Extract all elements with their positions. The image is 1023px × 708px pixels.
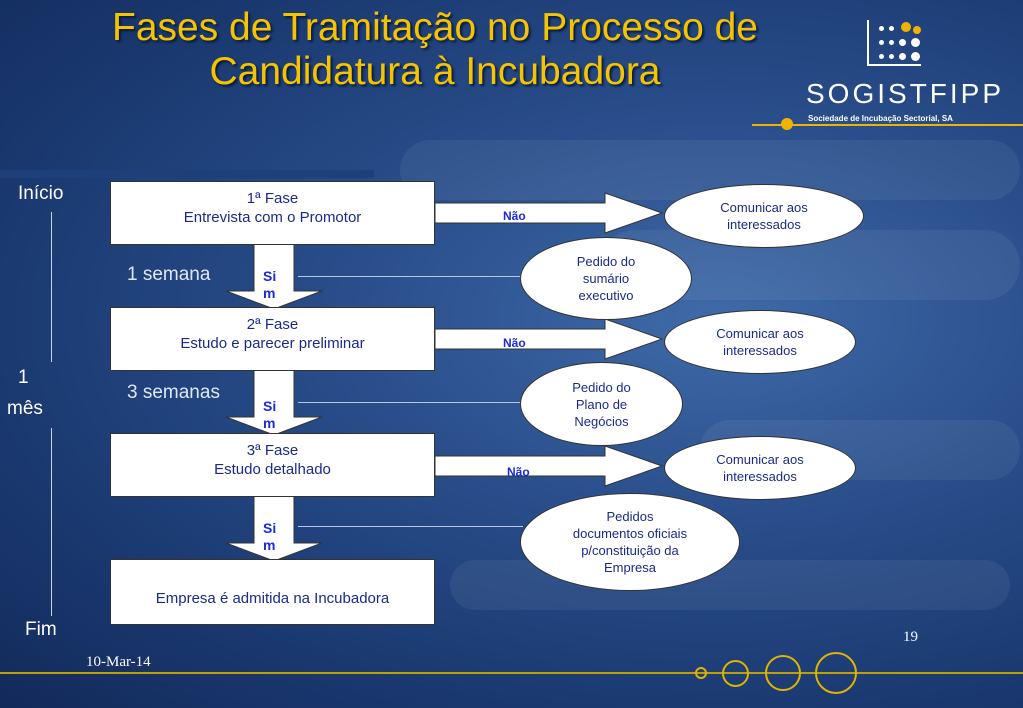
footer-line <box>0 672 1023 674</box>
phase-title: 2ª Fase <box>246 316 299 333</box>
logo-dots-icon <box>861 20 921 72</box>
footer-ring-icon <box>722 660 749 687</box>
connector-line <box>298 402 523 403</box>
logo-underline <box>752 124 1023 126</box>
timeline-duration-number: 1 <box>18 367 29 388</box>
phase-box-3: 3ª Fase Estudo detalhado <box>110 433 435 497</box>
footer-ring-icon <box>815 652 857 694</box>
phase-box-final: Empresa é admitida na Incubadora <box>110 559 435 625</box>
timeline-start: Início <box>18 183 64 204</box>
phase-description: Empresa é admitida na Incubadora <box>155 590 390 607</box>
slide-date: 10-Mar-14 <box>86 654 151 670</box>
no-label: Não <box>503 336 526 350</box>
logo-brand: SOGISTFIPP <box>806 78 1005 109</box>
request-oval: Pedido do sumário executivo <box>520 237 692 320</box>
timeline-line <box>51 212 52 362</box>
down-arrow-icon <box>225 368 323 436</box>
footer-ring-icon <box>765 655 801 691</box>
page-number: 19 <box>903 629 918 645</box>
title-line-1: Fases de Tramitação no Processo de <box>112 6 758 49</box>
no-label: Não <box>507 465 530 479</box>
connector-line <box>298 276 523 277</box>
request-oval: Pedidos documentos oficiais p/constituiç… <box>520 493 740 591</box>
notify-oval: Comunicar aos interessados <box>664 310 856 374</box>
right-arrow-icon <box>434 445 664 487</box>
timeline-end: Fim <box>25 619 57 640</box>
no-label: Não <box>503 209 526 223</box>
right-arrow-icon <box>434 192 664 234</box>
phase-title: 1ª Fase <box>246 190 299 207</box>
divider-bar <box>0 170 374 178</box>
connector-line <box>298 526 523 527</box>
phase-box-1: 1ª Fase Entrevista com o Promotor <box>110 181 435 245</box>
logo-subtitle: Sociedade de Incubação Sectorial, SA <box>808 114 953 123</box>
phase-description: Entrevista com o Promotor <box>183 209 362 226</box>
background-streak <box>450 560 1010 610</box>
phase-description: Estudo e parecer preliminar <box>180 335 365 352</box>
interval-first: 1 semana <box>127 264 211 285</box>
interval-second: 3 semanas <box>127 382 220 403</box>
phase-description: Estudo detalhado <box>214 461 331 478</box>
footer-ring-icon <box>695 667 707 679</box>
down-arrow-icon <box>225 242 323 310</box>
logo-ball-icon <box>781 118 793 130</box>
slide-title: Fases de Tramitação no Processo de Candi… <box>40 6 830 94</box>
notify-oval: Comunicar aos interessados <box>664 184 864 248</box>
notify-oval: Comunicar aos interessados <box>664 436 856 500</box>
timeline-duration-unit: mês <box>7 398 43 419</box>
phase-box-2: 2ª Fase Estudo e parecer preliminar <box>110 307 435 371</box>
down-arrow-icon <box>225 494 323 562</box>
phase-title: 3ª Fase <box>246 442 299 459</box>
request-oval: Pedido do Plano de Negócios <box>520 362 683 446</box>
timeline-line <box>51 428 52 616</box>
title-line-2: Candidatura à Incubadora <box>209 50 661 93</box>
right-arrow-icon <box>434 318 664 360</box>
